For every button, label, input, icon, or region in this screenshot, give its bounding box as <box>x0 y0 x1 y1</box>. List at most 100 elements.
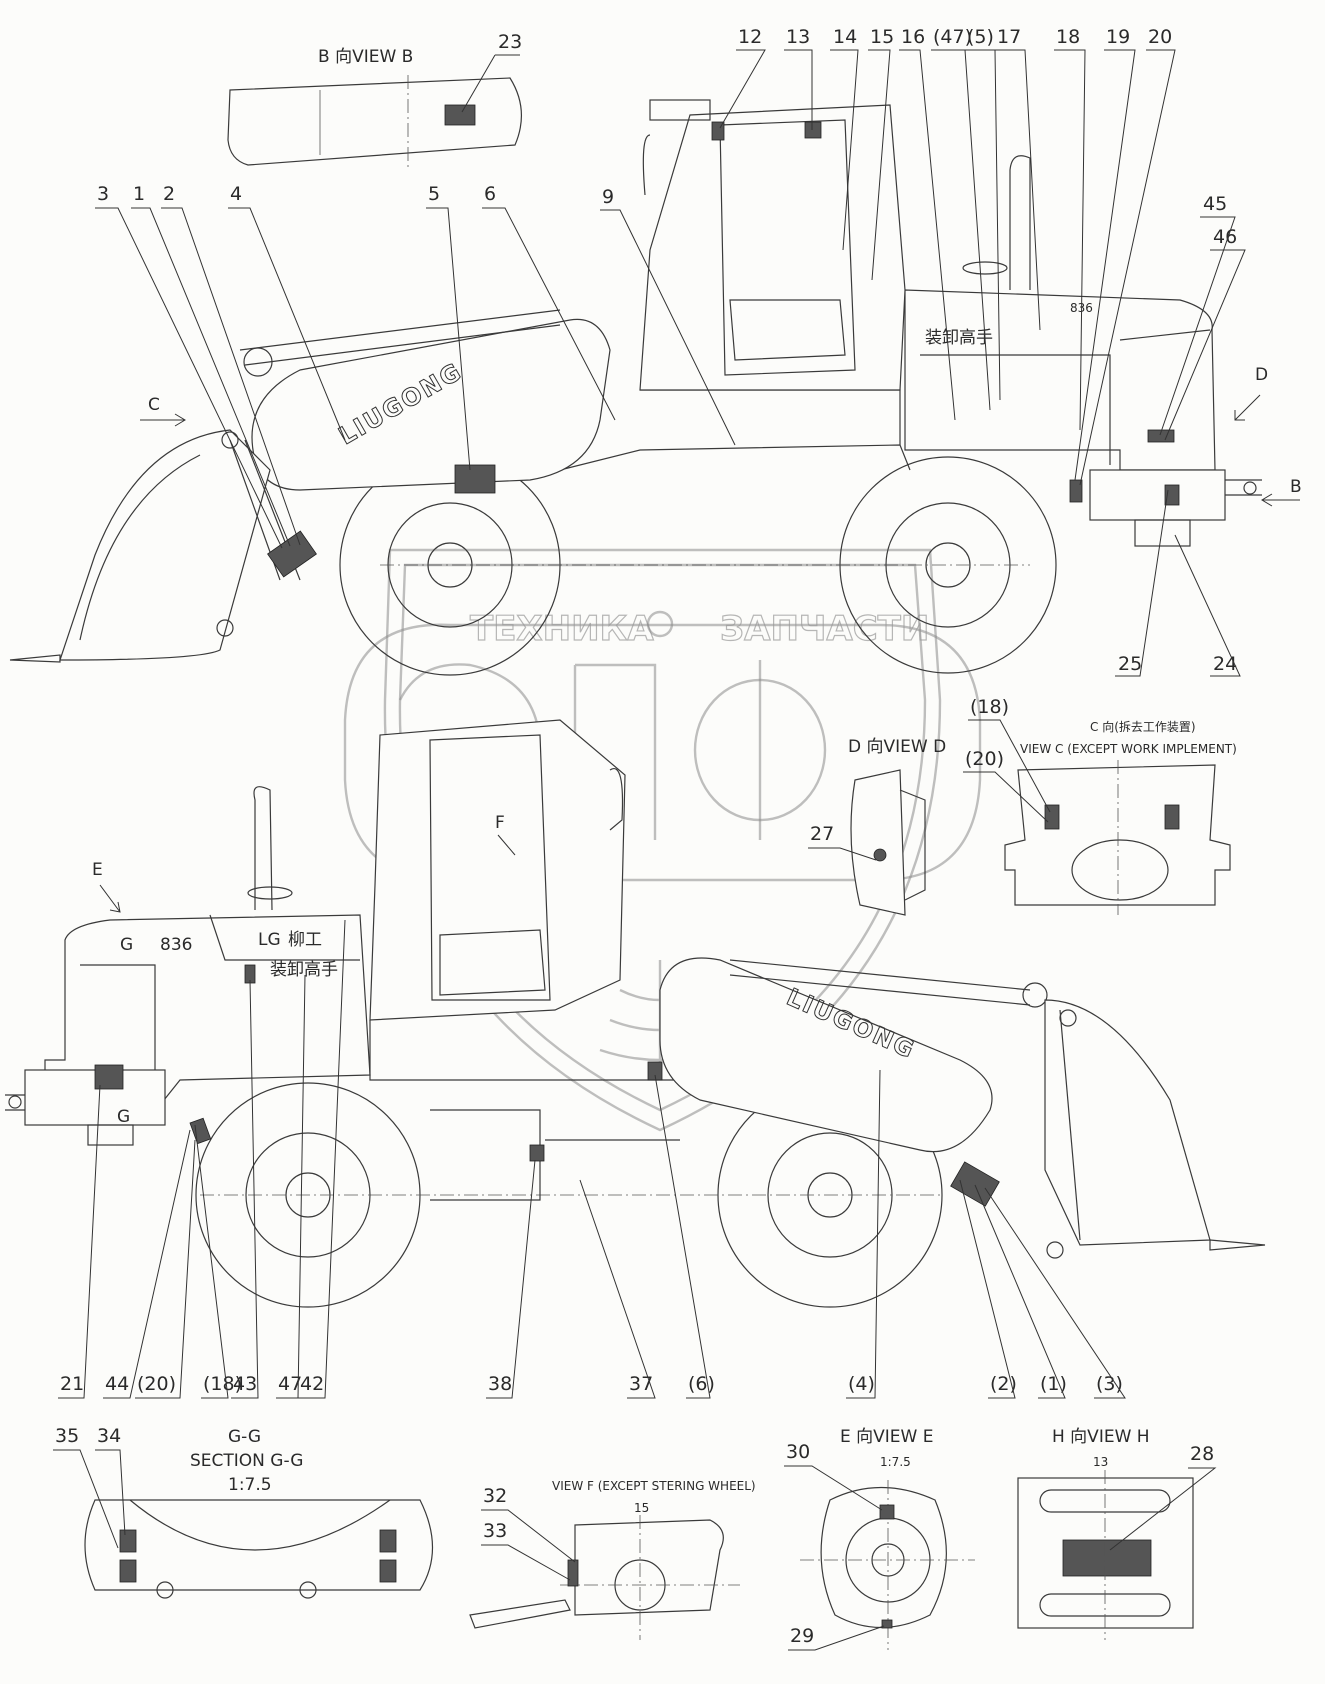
bottom-boom-arm <box>659 957 993 1153</box>
callout-6-bottom: (6) <box>688 1373 715 1395</box>
callout-44: 44 <box>105 1373 129 1395</box>
bucket <box>59 429 271 661</box>
view-c-title-en: VIEW C (EXCEPT WORK IMPLEMENT) <box>1020 742 1237 756</box>
bottom-model: 836 <box>160 935 192 955</box>
bottom-machine-view: LIUGONG 装卸高手 836 柳工 LG G G E F <box>5 719 1266 1308</box>
callout-5-ref: (5) <box>967 26 994 48</box>
section-gg-title: G-G <box>228 1427 261 1447</box>
section-gg-scale: 1:7.5 <box>228 1475 272 1495</box>
callout-4-bottom: (4) <box>848 1373 875 1395</box>
boom-arm <box>251 318 611 491</box>
callout-4: 4 <box>230 183 242 205</box>
bottom-callouts: 21 44 (20) (18) 43 47 42 38 37 (6) (4) (… <box>58 919 1126 1399</box>
callout-47: 47 <box>278 1373 302 1395</box>
callout-32: 32 <box>483 1485 507 1507</box>
engine-hood <box>904 289 1216 471</box>
callout-17: 17 <box>997 26 1021 48</box>
callout-23: 23 <box>498 31 522 53</box>
callout-24: 24 <box>1213 653 1237 675</box>
callout-18: 18 <box>1056 26 1080 48</box>
cab <box>639 104 906 391</box>
view-h-title: H 向VIEW H <box>1052 1427 1150 1447</box>
callout-33: 33 <box>483 1520 507 1542</box>
callout-43: 43 <box>233 1373 257 1395</box>
bottom-logo-cn: 柳工 <box>288 930 322 950</box>
callout-37: 37 <box>629 1373 653 1395</box>
watermark-gear-icon <box>646 610 674 638</box>
callout-14: 14 <box>833 26 857 48</box>
callout-27: 27 <box>810 823 834 845</box>
callout-19: 19 <box>1106 26 1130 48</box>
view-f-title: VIEW F (EXCEPT STERING WHEEL) <box>552 1479 756 1493</box>
view-e-title: E 向VIEW E <box>840 1427 933 1447</box>
callout-38: 38 <box>488 1373 512 1395</box>
callout-13: 13 <box>786 26 810 48</box>
callout-20-view-c: (20) <box>965 748 1004 770</box>
view-c-title-cn: C 向(拆去工作装置) <box>1090 719 1196 734</box>
callout-2: 2 <box>163 183 175 205</box>
callout-35: 35 <box>55 1425 79 1447</box>
callout-3: 3 <box>97 183 109 205</box>
view-f-scale: 15 <box>634 1501 649 1515</box>
callout-29: 29 <box>790 1625 814 1647</box>
callout-20-bottom: (20) <box>137 1373 176 1395</box>
section-gg: G-G SECTION G-G 1:7.5 35 34 <box>53 1425 434 1599</box>
callout-2-bottom: (2) <box>990 1373 1017 1395</box>
callout-47-ref: (47) <box>933 26 972 48</box>
view-d-decal <box>873 848 887 862</box>
top-callouts: 12 13 14 15 16 (47) (5) 17 18 19 20 3 1 … <box>95 26 1246 677</box>
callout-18-view-c: (18) <box>970 696 1009 718</box>
view-h: H 向VIEW H 13 28 <box>1017 1427 1217 1640</box>
view-d: D 向VIEW D 27 <box>808 737 946 916</box>
view-b-title: B 向VIEW B <box>318 47 413 67</box>
top-direction-markers: C D B <box>140 365 1302 507</box>
callout-21: 21 <box>60 1373 84 1395</box>
direction-b: B <box>1290 477 1302 497</box>
view-b-decal <box>444 104 476 126</box>
callout-15: 15 <box>870 26 894 48</box>
warning-decal-1 <box>267 530 317 578</box>
section-mark-g-top: G <box>120 935 133 955</box>
direction-f: F <box>495 813 505 833</box>
callout-1: 1 <box>133 183 145 205</box>
view-h-scale: 13 <box>1093 1455 1108 1469</box>
bottom-slogan: 装卸高手 <box>270 960 338 980</box>
watermark-left-text: ТЕХНИКА <box>470 609 654 649</box>
view-f: VIEW F (EXCEPT STERING WHEEL) 15 32 33 <box>469 1479 756 1640</box>
top-machine-view: LIUGONG 装卸高手 836 <box>9 99 1262 676</box>
direction-e: E <box>92 860 103 880</box>
callout-42: 42 <box>300 1373 324 1395</box>
callout-5: 5 <box>428 183 440 205</box>
bottom-warning-decal <box>950 1161 1000 1207</box>
callout-20: 20 <box>1148 26 1172 48</box>
view-e-scale: 1:7.5 <box>880 1455 911 1469</box>
section-gg-subtitle: SECTION G-G <box>190 1451 303 1471</box>
view-d-title: D 向VIEW D <box>848 737 946 757</box>
warning-decal-5 <box>454 464 496 494</box>
counterweight <box>1089 469 1226 521</box>
callout-34: 34 <box>97 1425 121 1447</box>
view-e: E 向VIEW E 1:7.5 30 29 <box>784 1427 975 1651</box>
view-c: C 向(拆去工作装置) VIEW C (EXCEPT WORK IMPLEMEN… <box>963 696 1237 915</box>
bottom-cab <box>369 719 626 1021</box>
callout-46: 46 <box>1213 226 1237 248</box>
bottom-logo-mark: LG <box>258 930 281 950</box>
view-b: B 向VIEW B 23 <box>227 31 522 170</box>
callout-3-bottom: (3) <box>1096 1373 1123 1395</box>
callout-18-bottom: (18) <box>203 1373 242 1395</box>
callout-16: 16 <box>901 26 925 48</box>
callout-6: 6 <box>484 183 496 205</box>
callout-9: 9 <box>602 186 614 208</box>
callout-45: 45 <box>1203 193 1227 215</box>
bottom-bucket <box>1044 999 1211 1246</box>
callout-28: 28 <box>1190 1443 1214 1465</box>
callout-12: 12 <box>738 26 762 48</box>
direction-d: D <box>1255 365 1268 385</box>
callout-30: 30 <box>786 1441 810 1463</box>
top-slogan: 装卸高手 <box>925 328 993 348</box>
direction-c: C <box>148 395 160 415</box>
callout-25: 25 <box>1118 653 1142 675</box>
section-mark-g-bottom: G <box>117 1107 130 1127</box>
